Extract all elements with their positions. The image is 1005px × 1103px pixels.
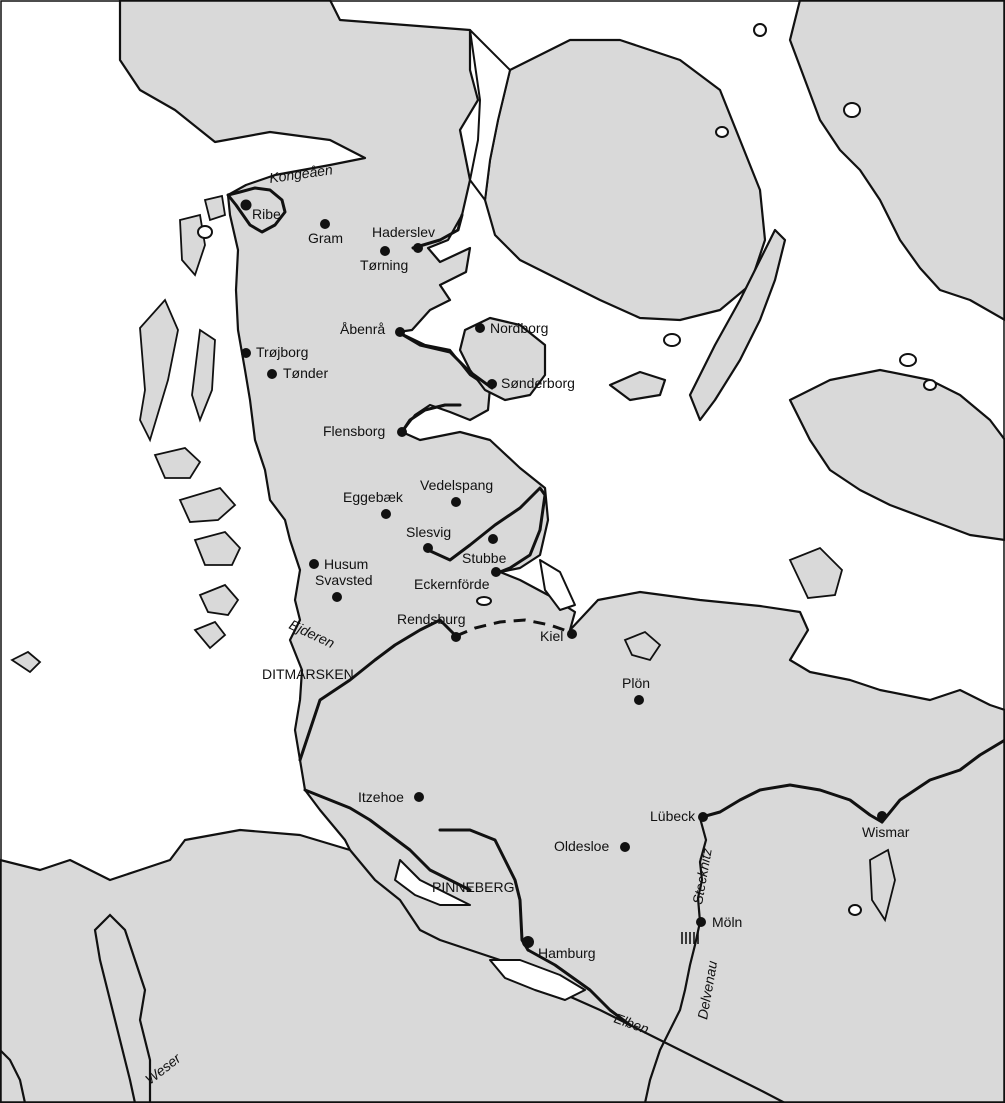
lubeck-label: Lübeck: [650, 808, 696, 824]
plon-label: Plön: [622, 675, 650, 691]
torning-label: Tørning: [360, 257, 408, 273]
sonderborg-label: Sønderborg: [501, 375, 575, 391]
kiel-marker: [567, 629, 577, 639]
stubbe-marker: [488, 534, 498, 544]
svavsted-marker: [332, 592, 342, 602]
gram-marker: [320, 219, 330, 229]
wismar-marker: [877, 811, 887, 821]
inner-waters: [394, 29, 586, 1001]
eggebaek-marker: [381, 509, 391, 519]
border-lines: [226, 186, 1005, 1027]
wismar-label: Wismar: [862, 824, 910, 840]
nordborg-marker: [475, 323, 485, 333]
islets: [197, 23, 937, 916]
stubbe-label: Stubbe: [462, 550, 507, 566]
svavsted-label: Svavsted: [315, 572, 373, 588]
abenra-marker: [395, 327, 405, 337]
itzehoe-label: Itzehoe: [358, 789, 404, 805]
tonder-marker: [267, 369, 277, 379]
rendsburg-label: Rendsburg: [397, 611, 466, 627]
eckernforde-marker: [491, 567, 501, 577]
sonderborg-marker: [487, 379, 497, 389]
moln-label: Möln: [712, 914, 742, 930]
ditmarsken-label: DITMARSKEN: [262, 666, 354, 682]
slesvig-label: Slesvig: [406, 524, 451, 540]
rendsburg-marker: [451, 632, 461, 642]
city-labels: Ribe Gram Haderslev Tørning Åbenrå Nordb…: [252, 206, 910, 961]
ribe-marker: [240, 199, 252, 211]
hamburg-marker: [522, 936, 534, 948]
rivers: [0, 817, 708, 1103]
husum-label: Husum: [324, 556, 368, 572]
kiel-label: Kiel: [540, 628, 563, 644]
eggebaek-label: Eggebæk: [343, 489, 404, 505]
haderslev-marker: [413, 243, 423, 253]
gram-label: Gram: [308, 230, 343, 246]
city-markers: [240, 199, 887, 948]
slesvig-marker: [423, 543, 433, 553]
moln-marker: [696, 917, 706, 927]
region-labels: DITMARSKEN PINNEBERG: [262, 666, 514, 895]
haderslev-label: Haderslev: [372, 224, 435, 240]
oldesloe-marker: [620, 842, 630, 852]
tonder-label: Tønder: [283, 365, 328, 381]
pinneberg-label: PINNEBERG: [432, 879, 514, 895]
flensborg-label: Flensborg: [323, 423, 385, 439]
husum-marker: [309, 559, 319, 569]
oldesloe-label: Oldesloe: [554, 838, 609, 854]
eckernforde-label: Eckernförde: [414, 576, 490, 592]
vedelspang-label: Vedelspang: [420, 477, 493, 493]
trojborg-marker: [241, 348, 251, 358]
hamburg-label: Hamburg: [538, 945, 596, 961]
itzehoe-marker: [414, 792, 424, 802]
lubeck-marker: [698, 812, 708, 822]
canal-locks: [681, 932, 699, 944]
torning-marker: [380, 246, 390, 256]
nordborg-label: Nordborg: [490, 320, 548, 336]
plon-marker: [634, 695, 644, 705]
abenra-label: Åbenrå: [340, 321, 385, 337]
vedelspang-marker: [451, 497, 461, 507]
north-frisian-islands: [10, 194, 896, 923]
flensborg-marker: [397, 427, 407, 437]
trojborg-label: Trøjborg: [256, 344, 308, 360]
ribe-label: Ribe: [252, 206, 281, 222]
